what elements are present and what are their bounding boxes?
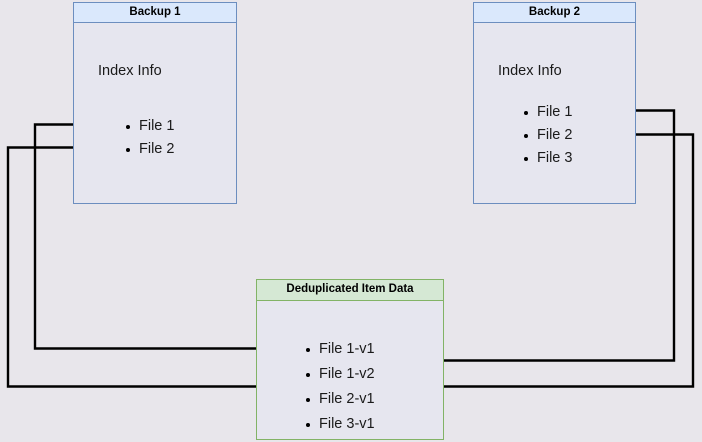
- list-item[interactable]: File 3: [523, 147, 572, 170]
- node-dedup-title: Deduplicated Item Data: [257, 280, 443, 301]
- list-item[interactable]: File 3-v1: [305, 412, 375, 437]
- list-item[interactable]: File 1-v1: [305, 337, 375, 362]
- list-item[interactable]: File 2: [523, 124, 572, 147]
- backup-2-file-list: File 1 File 2 File 3: [523, 101, 572, 170]
- dedup-file-list: File 1-v1 File 1-v2 File 2-v1 File 3-v1: [305, 337, 375, 437]
- list-item[interactable]: File 2: [125, 138, 174, 161]
- node-backup-1[interactable]: Backup 1 Index Info File 1 File 2: [73, 2, 237, 204]
- backup-1-index-label: Index Info: [98, 63, 162, 79]
- list-item[interactable]: File 1: [523, 101, 572, 124]
- node-deduplicated-item-data[interactable]: Deduplicated Item Data File 1-v1 File 1-…: [256, 279, 444, 440]
- backup-2-index-label: Index Info: [498, 63, 562, 79]
- node-backup-1-title: Backup 1: [74, 3, 236, 23]
- list-item[interactable]: File 1-v2: [305, 362, 375, 387]
- list-item[interactable]: File 1: [125, 115, 174, 138]
- node-backup-2[interactable]: Backup 2 Index Info File 1 File 2 File 3: [473, 2, 636, 204]
- node-backup-2-title: Backup 2: [474, 3, 635, 23]
- backup-1-file-list: File 1 File 2: [125, 115, 174, 161]
- list-item[interactable]: File 2-v1: [305, 387, 375, 412]
